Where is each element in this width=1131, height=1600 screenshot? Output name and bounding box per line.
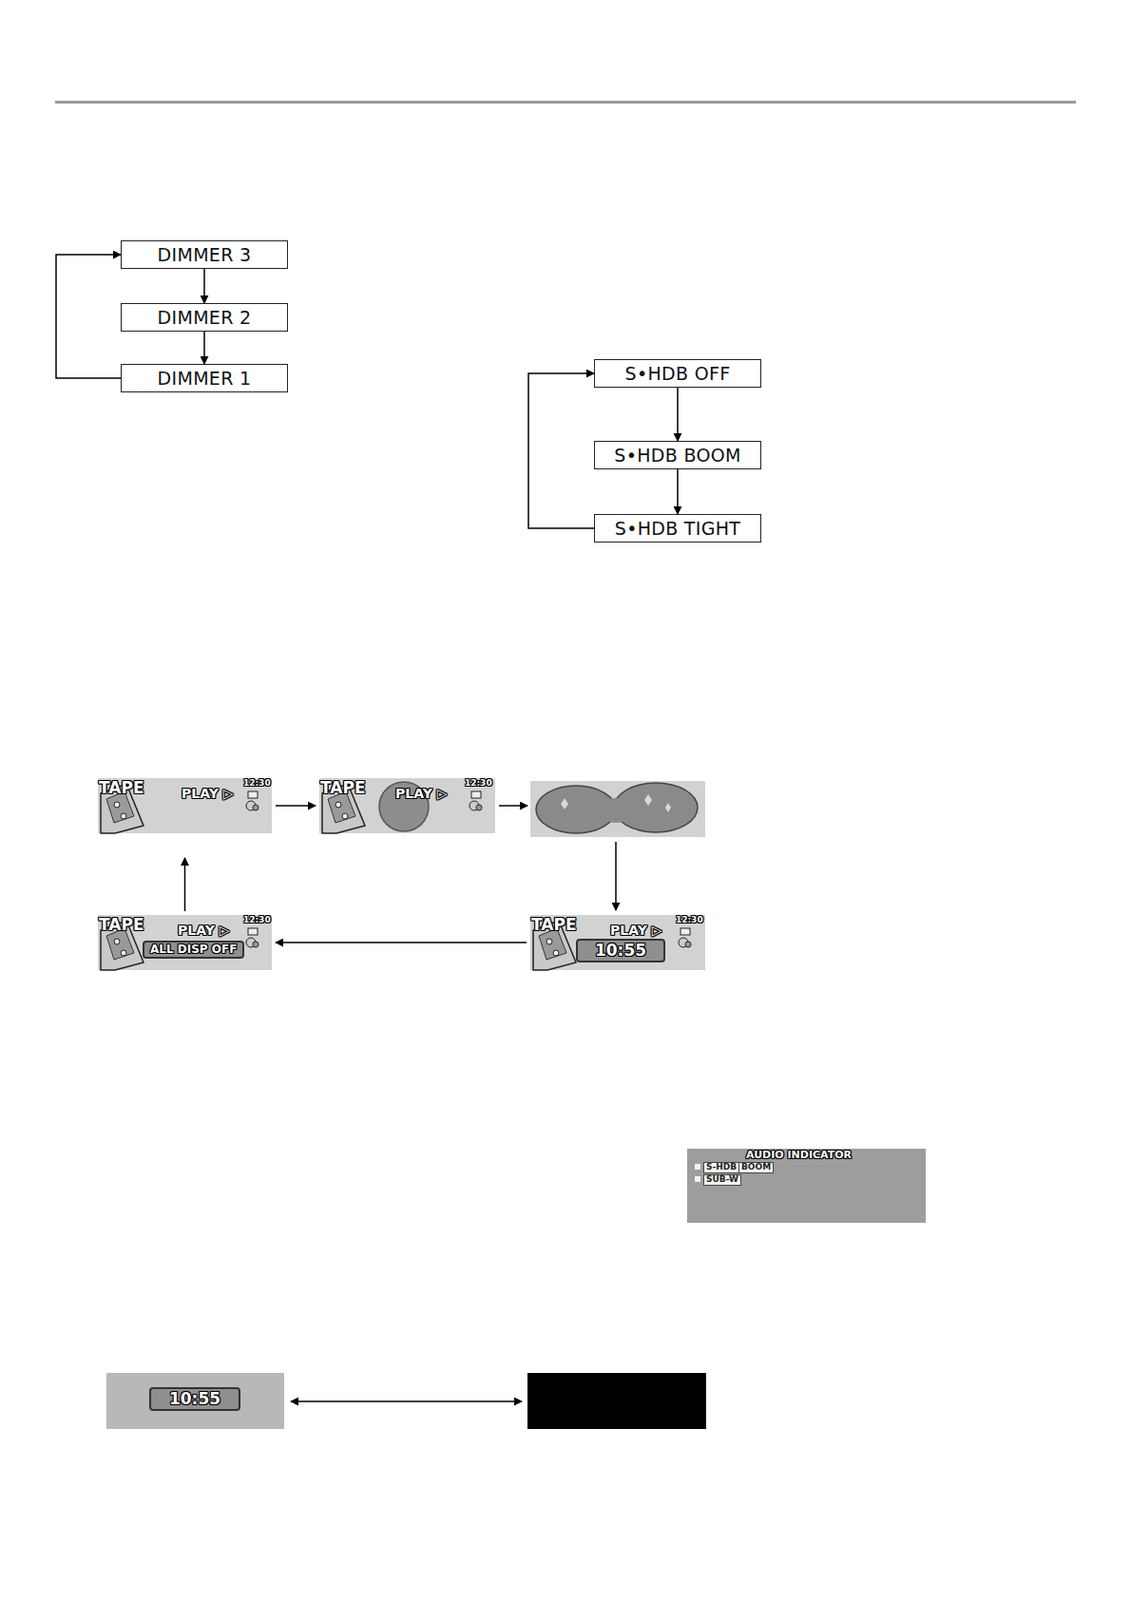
display-screen: TAPE PLAY ▷ 12:30 — [97, 778, 272, 834]
display-screen: TAPE PLAY ▷ 12:30 10:55 — [530, 915, 706, 971]
box-label: S•HDB TIGHT — [614, 517, 741, 539]
flow-arrow — [528, 373, 595, 529]
flow-arrow — [275, 941, 527, 944]
audio-mode-chip: SUB-W — [703, 1174, 742, 1187]
mode-box: S•HDB OFF — [594, 359, 762, 388]
source-label: TAPE — [98, 916, 145, 935]
clock-label: 12:30 — [675, 916, 704, 926]
mode-box: DIMMER 3 — [120, 240, 288, 269]
flow-arrow — [184, 858, 187, 912]
box-label: DIMMER 3 — [157, 244, 252, 266]
status-label: PLAY ▷ — [610, 923, 662, 939]
flow-arrow — [498, 805, 528, 807]
source-label: TAPE — [98, 779, 145, 798]
clock-label: 12:30 — [243, 779, 271, 789]
mode-box: DIMMER 2 — [120, 303, 288, 332]
flow-arrow — [203, 268, 206, 304]
audio-mode-chip: BOOM — [738, 1162, 774, 1174]
mode-box: DIMMER 1 — [120, 364, 288, 393]
bullet — [694, 1164, 701, 1170]
flow-arrow — [614, 842, 617, 911]
status-label: PLAY ▷ — [181, 786, 233, 802]
flow-arrow — [676, 469, 679, 515]
clock-label: 12:30 — [464, 779, 493, 789]
box-label: S•HDB BOOM — [613, 444, 741, 466]
blank-screen — [527, 1373, 707, 1430]
box-label: S•HDB OFF — [625, 363, 731, 384]
screen-panel — [319, 778, 496, 834]
display-screen: TAPE PLAY ▷ 12:30ALL DISP OFF — [97, 915, 272, 971]
screen-panel — [530, 915, 706, 971]
display-screen: TAPE PLAY ▷ 12:30 — [319, 778, 496, 834]
display-off-label: ALL DISP OFF — [142, 940, 245, 959]
source-label: TAPE — [320, 779, 366, 798]
status-icons — [246, 928, 259, 948]
status-icons — [246, 791, 259, 811]
screen-panel — [530, 781, 706, 838]
bullet — [694, 1176, 701, 1183]
clock-panel — [106, 1373, 285, 1430]
status-icons — [469, 791, 482, 811]
flow-arrow — [56, 254, 121, 379]
top-rule — [55, 100, 1076, 104]
status-label: PLAY ▷ — [177, 923, 230, 939]
flow-arrow — [676, 387, 679, 441]
panel-title: AUDIO INDICATOR — [746, 1150, 852, 1162]
audio-panel — [687, 1149, 926, 1224]
blob-animation — [536, 783, 698, 834]
status-icons — [678, 928, 691, 948]
time-readout: 10:55 — [149, 1387, 241, 1412]
toggle-arrow — [290, 1400, 522, 1403]
box-label: DIMMER 1 — [157, 367, 252, 389]
mode-box: S•HDB BOOM — [594, 440, 762, 470]
status-label: PLAY ▷ — [395, 786, 447, 802]
screen-panel — [97, 778, 272, 834]
audio-indicator-panel: AUDIO INDICATOR S-HDBBOOMSUB-W — [687, 1149, 926, 1224]
clock-panel: 10:55 — [106, 1373, 285, 1430]
source-label: TAPE — [531, 916, 577, 935]
box-label: DIMMER 2 — [157, 306, 252, 328]
audio-mode-chip: S-HDB — [703, 1162, 740, 1174]
clock-label: 12:30 — [243, 916, 271, 926]
screen-panel — [97, 915, 272, 971]
mode-box: S•HDB TIGHT — [594, 514, 762, 543]
flow-arrow — [275, 805, 316, 807]
flow-arrow — [203, 331, 206, 365]
time-readout: 10:55 — [575, 939, 666, 963]
